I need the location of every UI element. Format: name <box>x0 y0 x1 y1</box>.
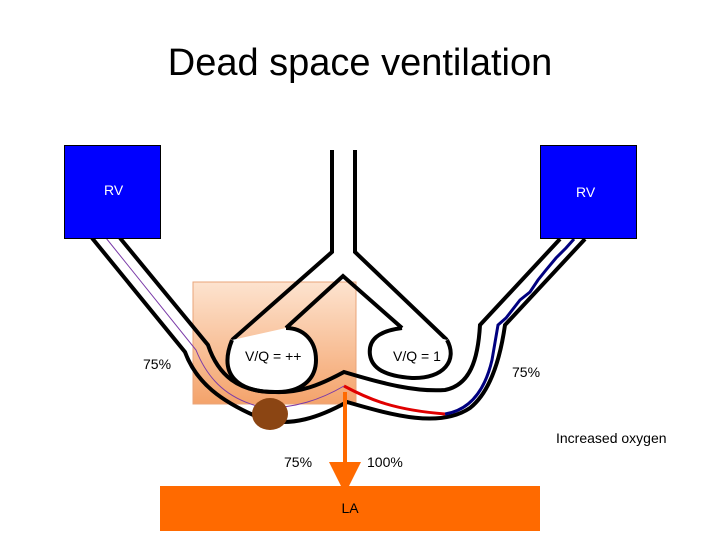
oxygenated-blood-line <box>343 384 446 416</box>
vq-left-label: V/Q = ++ <box>245 348 302 364</box>
vq-right-label: V/Q = 1 <box>393 348 441 364</box>
saturation-right-label: 75% <box>512 364 541 380</box>
trachea-right-wall <box>353 150 449 342</box>
bronchus-inner-wall <box>284 273 404 330</box>
saturation-left-label: 75% <box>143 356 172 372</box>
deoxygenated-blood-line <box>444 238 576 416</box>
slide-title: Dead space ventilation <box>167 42 553 84</box>
clot <box>252 398 288 430</box>
rv-right-label: RV <box>576 184 596 200</box>
rv-right-box <box>540 145 637 239</box>
la-label: LA <box>341 500 359 516</box>
rv-left-box <box>64 145 161 239</box>
capillary-inner-wall <box>118 236 562 395</box>
rv-left-label: RV <box>104 182 124 198</box>
increased-oxygen-label: Increased oxygen <box>556 430 667 446</box>
alveolus-right <box>367 326 453 381</box>
saturation-bottom-left-label: 75% <box>284 454 313 470</box>
capillary-outer-wall <box>90 236 587 424</box>
saturation-bottom-right-label: 100% <box>367 454 403 470</box>
trachea-left-wall <box>230 150 334 342</box>
left-atrium-box: LA <box>160 486 540 531</box>
